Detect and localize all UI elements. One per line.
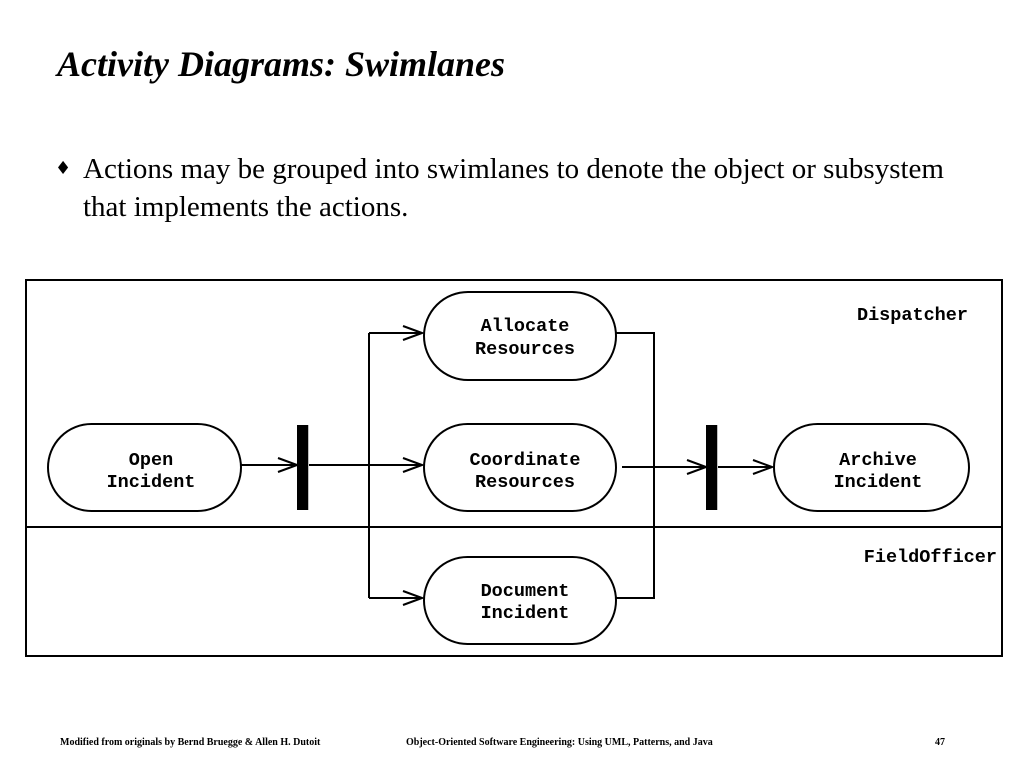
diamond-bullet-icon: ♦ [55, 158, 72, 179]
lane-label-fieldofficer: FieldOfficer [864, 547, 997, 568]
page-number: 47 [935, 737, 945, 748]
action-label-line-2: Incident [481, 603, 570, 624]
action-label-line-1: Document [481, 581, 570, 602]
action-coordinate-resources: Coordinate Resources [423, 423, 617, 512]
action-label-line-2: Resources [475, 472, 575, 493]
bullet-item: ♦ Actions may be grouped into swimlanes … [55, 150, 975, 226]
footer-credit: Modified from originals by Bernd Bruegge… [60, 737, 321, 748]
swimlane-frame [25, 279, 1003, 657]
action-label-line-1: Allocate [481, 316, 570, 337]
bullet-text: Actions may be grouped into swimlanes to… [83, 153, 944, 223]
footer-book-title: Object-Oriented Software Engineering: Us… [406, 737, 713, 748]
join-bar [706, 425, 719, 510]
action-label-line-1: Open [129, 450, 173, 471]
lane-label-dispatcher: Dispatcher [857, 305, 968, 326]
action-label-line-1: Coordinate [469, 450, 580, 471]
action-label-line-2: Incident [834, 472, 923, 493]
action-archive-incident: Archive Incident [773, 423, 970, 512]
action-label-line-2: Resources [475, 339, 575, 360]
slide-title: Activity Diagrams: Swimlanes [57, 44, 506, 84]
action-open-incident: Open Incident [47, 423, 242, 512]
fork-bar [297, 425, 310, 510]
fork-branch-connector [309, 333, 370, 598]
transition-allocate-to-join [616, 332, 655, 599]
action-document-incident: Document Incident [423, 556, 617, 645]
action-allocate-resources: Allocate Resources [423, 291, 617, 381]
action-label-line-1: Archive [839, 450, 917, 471]
action-label-line-2: Incident [107, 472, 196, 493]
